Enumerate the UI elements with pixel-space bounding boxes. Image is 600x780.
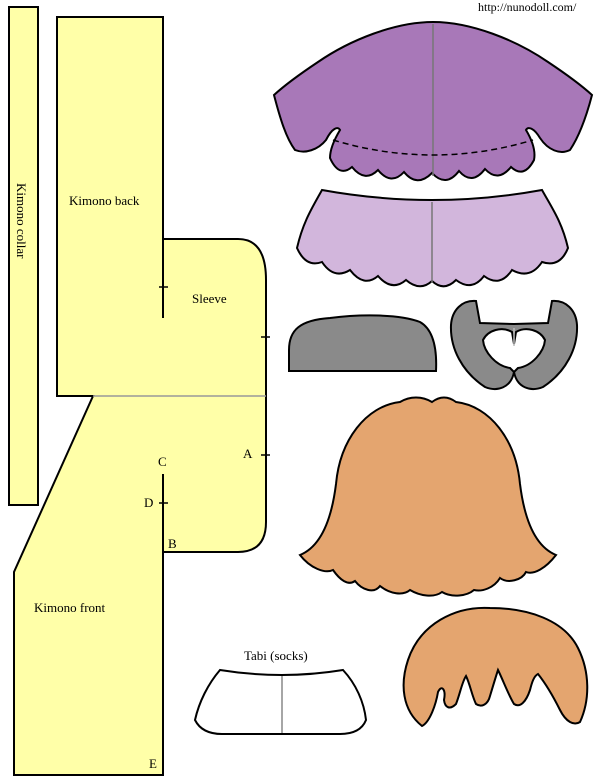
hair-back-piece bbox=[298, 396, 558, 597]
tabi-label: Tabi (socks) bbox=[244, 648, 308, 663]
marker-b: B bbox=[168, 536, 177, 551]
kimono-collar-piece bbox=[8, 6, 39, 506]
tabi-piece bbox=[193, 668, 368, 735]
hair-bangs-piece bbox=[402, 606, 589, 728]
cape-dashed-line bbox=[332, 139, 534, 156]
kimono-back-label: Kimono back bbox=[69, 193, 140, 208]
marker-c: C bbox=[158, 454, 167, 469]
kimono-collar-label: Kimono collar bbox=[14, 183, 29, 259]
marker-d: D bbox=[144, 495, 154, 510]
sleeve-label: Sleeve bbox=[192, 291, 227, 306]
hat-piece bbox=[288, 314, 438, 372]
marker-e: E bbox=[149, 756, 157, 771]
marker-a: A bbox=[243, 446, 253, 461]
kimono-front-label: Kimono front bbox=[34, 600, 106, 615]
collar-piece bbox=[449, 299, 579, 391]
site-url: http://nunodoll.com/ bbox=[478, 0, 577, 14]
